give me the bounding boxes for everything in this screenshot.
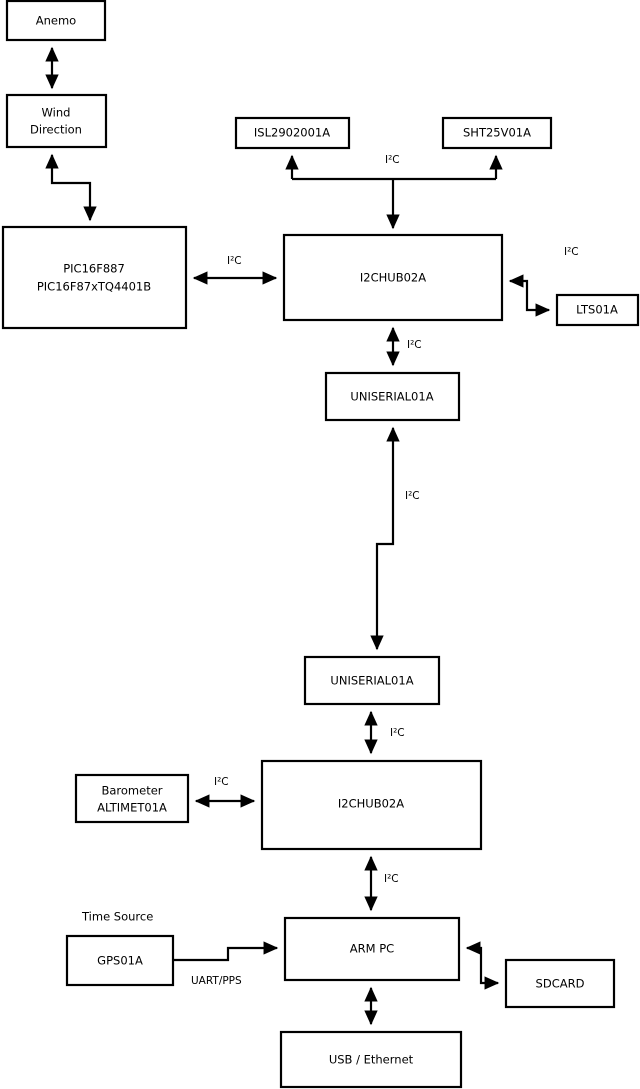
node-barometer-label-line2: ALTIMET01A (97, 801, 167, 815)
node-uniserial01a-top[interactable]: UNISERIAL01A (324, 371, 461, 422)
node-pic16f887[interactable]: PIC16F887 PIC16F87xTQ4401B (1, 225, 188, 330)
node-lts01a[interactable]: LTS01A (555, 293, 640, 327)
node-uniserial01a-bottom-label: UNISERIAL01A (330, 674, 413, 688)
node-uniserial01a-top-label: UNISERIAL01A (350, 390, 433, 404)
edge-pic-wind (45, 153, 97, 222)
edge-label-uart-pps: UART/PPS (191, 975, 242, 987)
node-i2chub02a-bottom-label: I2CHUB02A (338, 797, 404, 811)
edge-label-i2c-hub-armpc: I²C (384, 873, 399, 885)
node-wind-direction-label-line2: Direction (30, 123, 82, 137)
node-isl2902001a[interactable]: ISL2902001A (234, 116, 351, 150)
node-arm-pc[interactable]: ARM PC (283, 916, 461, 982)
node-i2chub02a-bottom[interactable]: I2CHUB02A (260, 759, 483, 851)
node-i2chub02a-top-label: I2CHUB02A (360, 271, 426, 285)
free-labels-layer: Time Source (81, 910, 153, 924)
node-usb-ethernet[interactable]: USB / Ethernet (279, 1030, 463, 1089)
edge-label-i2c-hub-lts: I²C (564, 246, 579, 258)
node-sdcard[interactable]: SDCARD (504, 958, 616, 1009)
node-wind-direction-label-line1: Wind (42, 106, 71, 120)
edge-label-i2c-hub-sensors: I²C (385, 154, 400, 166)
edge-uniserialtop-uniserialbot (370, 426, 400, 651)
edge-gps-armpc (173, 941, 279, 962)
node-isl2902001a-label: ISL2902001A (254, 126, 330, 140)
edge-label-i2c-uniserial-hub: I²C (390, 727, 405, 739)
node-uniserial01a-bottom[interactable]: UNISERIAL01A (303, 655, 441, 706)
edge-label-i2c-pic-hub: I²C (227, 255, 242, 267)
node-barometer-altimet01a[interactable]: Barometer ALTIMET01A (74, 773, 190, 824)
node-sdcard-label: SDCARD (536, 977, 585, 991)
node-lts01a-label: LTS01A (576, 303, 618, 317)
node-wind-direction[interactable]: Wind Direction (5, 93, 108, 149)
node-gps01a[interactable]: GPS01A (65, 934, 175, 987)
edge-labels-layer: I²C I²C I²C I²C I²C I²C I²C I²C UART/PPS (191, 154, 579, 987)
node-arm-pc-label: ARM PC (350, 942, 394, 956)
node-barometer-label-line1: Barometer (101, 784, 162, 798)
node-usb-ethernet-label: USB / Ethernet (329, 1053, 414, 1067)
node-pic16f887-label-line2: PIC16F87xTQ4401B (37, 280, 151, 294)
node-sht25v01a-label: SHT25V01A (463, 126, 531, 140)
edges-layer (45, 46, 551, 1026)
node-pic16f887-label-line1: PIC16F887 (63, 262, 125, 276)
edge-armpc-sdcard (465, 941, 500, 990)
node-sht25v01a[interactable]: SHT25V01A (441, 116, 553, 150)
node-anemo[interactable]: Anemo (5, 0, 107, 42)
node-gps01a-label: GPS01A (97, 954, 143, 968)
edge-hubtop-lts (508, 274, 551, 317)
edge-label-i2c-hub-uniserial: I²C (407, 339, 422, 351)
node-anemo-label: Anemo (36, 14, 76, 28)
edge-label-i2c-uniserial-uniserial: I²C (405, 490, 420, 502)
label-time-source: Time Source (81, 910, 153, 924)
node-i2chub02a-top[interactable]: I2CHUB02A (282, 233, 504, 322)
edge-label-i2c-barometer-hub: I²C (214, 776, 229, 788)
